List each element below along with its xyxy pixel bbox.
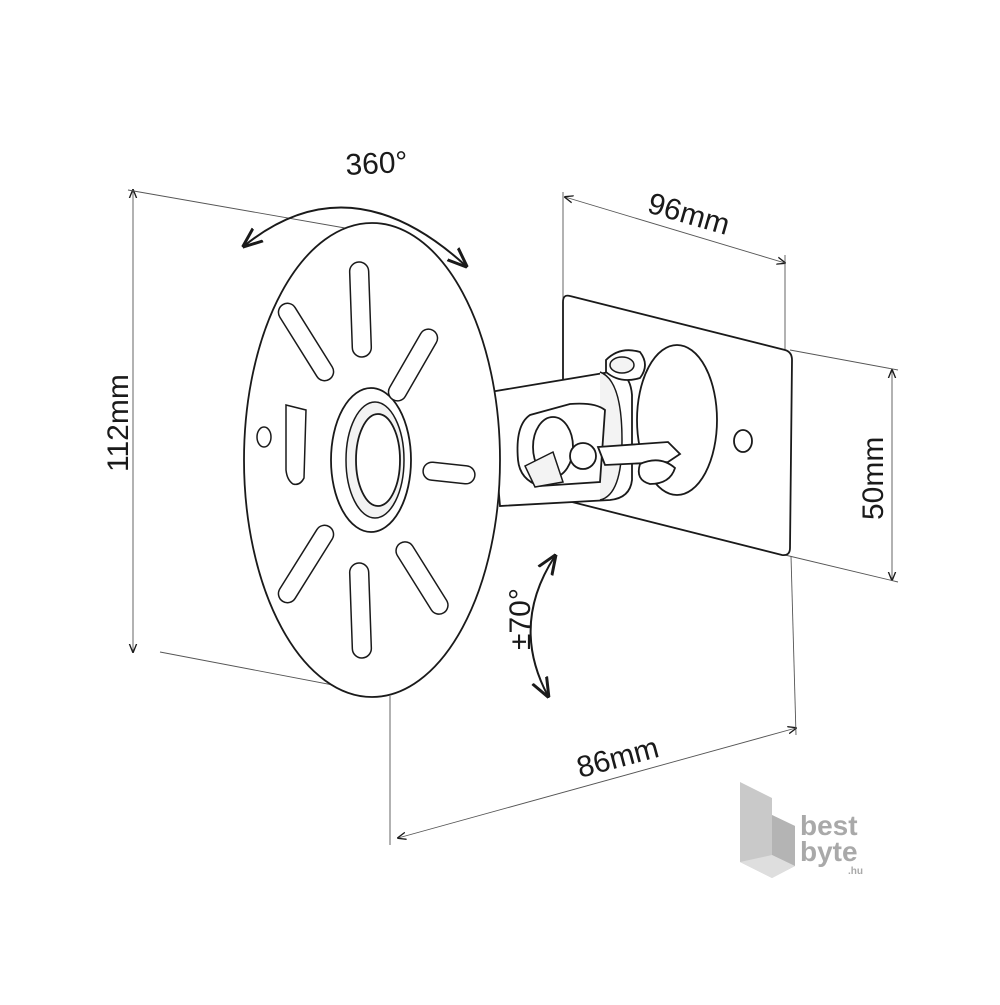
plate-height-label: 50mm <box>857 437 890 520</box>
keyhole-slot <box>285 404 307 486</box>
tilt-label: ±70° <box>504 588 537 650</box>
slot-bottom <box>348 562 373 659</box>
disc-screw-hole <box>256 426 272 448</box>
bestbyte-logo: best byte .hu <box>740 782 863 878</box>
width-top-label: 96mm <box>644 187 733 242</box>
depth-label: 86mm <box>573 731 662 784</box>
logo-text-line2: byte <box>800 836 858 867</box>
tilt-arc <box>529 556 555 696</box>
slot-top <box>348 261 373 358</box>
slot-bottom-left <box>277 524 335 604</box>
height-label: 112mm <box>102 374 135 472</box>
rotation-arc <box>244 206 466 266</box>
center-hole-core <box>355 413 401 507</box>
logo-text-suffix: .hu <box>848 866 863 877</box>
swivel-arm <box>484 349 682 507</box>
front-disc <box>243 222 501 698</box>
dimension-lines <box>127 190 899 845</box>
logo-text-line1: best <box>800 810 858 841</box>
slot-top-left <box>277 302 335 382</box>
plate-screw-hole <box>733 429 753 453</box>
slot-bottom-right <box>395 541 449 615</box>
slot-right <box>422 461 476 485</box>
slot-top-right <box>387 328 439 402</box>
rotation-label: 360° <box>345 146 409 182</box>
radial-slots <box>277 261 476 659</box>
